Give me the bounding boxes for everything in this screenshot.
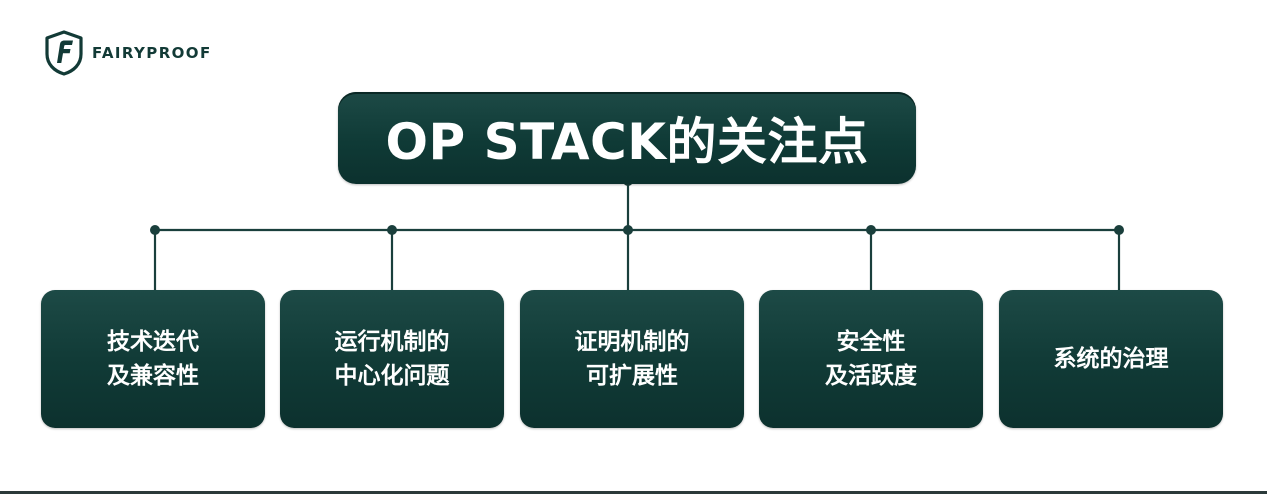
- bottom-divider: [0, 491, 1267, 494]
- brand-name: FAIRYPROOF: [92, 44, 212, 62]
- junction-dot-0: [150, 225, 160, 235]
- brand: FAIRYPROOF: [44, 30, 212, 76]
- junction-dot-2: [623, 225, 633, 235]
- node-label: 证明机制的 可扩展性: [575, 325, 690, 393]
- node-label-line-2: 中心化问题: [334, 363, 450, 389]
- node-label-line-2: 及活跃度: [825, 363, 917, 389]
- node-label-line-1: 运行机制的: [334, 329, 450, 355]
- node-label-line-1: 系统的治理: [1053, 346, 1169, 372]
- concern-node-proof-scalability: 证明机制的 可扩展性: [520, 290, 744, 428]
- node-label-line-2: 可扩展性: [586, 363, 678, 389]
- junction-dot-3: [866, 225, 876, 235]
- node-label-line-2: 及兼容性: [107, 363, 199, 389]
- node-label: 系统的治理: [1054, 342, 1169, 376]
- title-box: OP STACK的关注点: [338, 92, 916, 184]
- concern-node-centralization: 运行机制的 中心化问题: [280, 290, 504, 428]
- junction-dot-1: [387, 225, 397, 235]
- node-label: 运行机制的 中心化问题: [335, 325, 450, 393]
- node-label: 安全性 及活跃度: [825, 325, 917, 393]
- node-label-line-1: 证明机制的: [574, 329, 690, 355]
- diagram-title: OP STACK的关注点: [385, 113, 869, 171]
- node-label: 技术迭代 及兼容性: [107, 325, 199, 393]
- junction-dot-4: [1114, 225, 1124, 235]
- fairyproof-shield-logo-icon: [45, 30, 83, 76]
- concern-node-governance: 系统的治理: [999, 290, 1223, 428]
- concern-node-security-liveness: 安全性 及活跃度: [759, 290, 983, 428]
- node-label-line-1: 安全性: [836, 329, 906, 355]
- concern-node-tech-iteration: 技术迭代 及兼容性: [41, 290, 265, 428]
- node-label-line-1: 技术迭代: [107, 329, 199, 355]
